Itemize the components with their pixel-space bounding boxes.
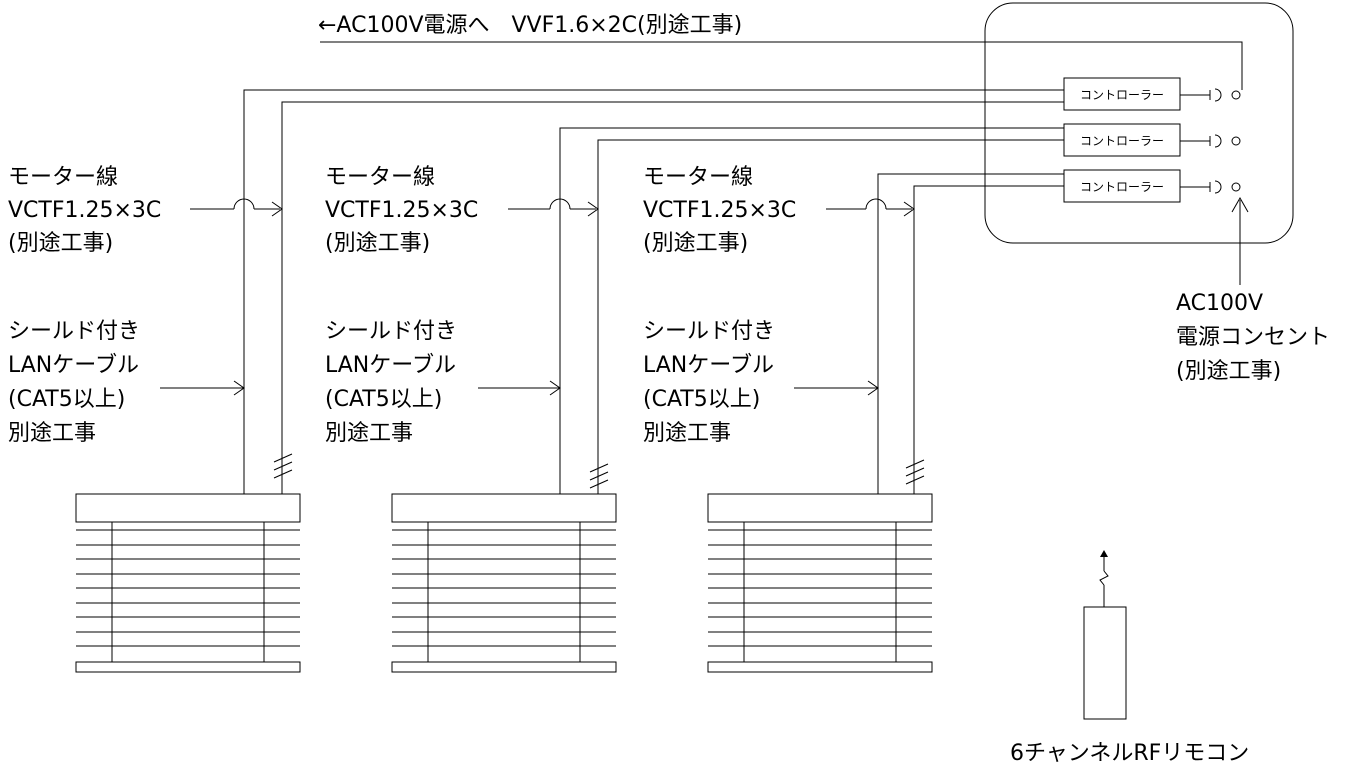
unit-2-cables: [478, 127, 1064, 494]
svg-text:モーター線: モーター線: [643, 165, 753, 190]
ac-supply-line: [320, 41, 1243, 90]
svg-text:モーター線: モーター線: [8, 165, 118, 190]
svg-text:モーター線: モーター線: [325, 165, 435, 190]
svg-text:シールド付き: シールド付き: [8, 319, 140, 344]
svg-text:別途工事: 別途工事: [325, 421, 413, 446]
svg-text:(別途工事): (別途工事): [8, 231, 113, 256]
svg-text:LANケーブル: LANケーブル: [8, 353, 139, 378]
svg-text:(別途工事): (別途工事): [1176, 359, 1281, 384]
unit-1-cables: [160, 89, 1064, 494]
svg-text:VCTF1.25×3C: VCTF1.25×3C: [643, 198, 796, 223]
svg-text:別途工事: 別途工事: [643, 421, 731, 446]
controller-3: コントローラー: [1063, 169, 1241, 203]
unit-2-labels: モーター線 VCTF1.25×3C (別途工事) シールド付き LANケーブル …: [325, 165, 478, 446]
svg-text:コントローラー: コントローラー: [1080, 180, 1164, 194]
unit-3-labels: モーター線 VCTF1.25×3C (別途工事) シールド付き LANケーブル …: [643, 165, 796, 446]
svg-text:コントローラー: コントローラー: [1080, 88, 1164, 102]
unit-3-cables: [794, 173, 1064, 494]
blind-1: [75, 493, 301, 673]
outlet-label: AC100V 電源コンセント (別途工事): [1176, 291, 1330, 384]
svg-text:シールド付き: シールド付き: [643, 319, 775, 344]
svg-text:(別途工事): (別途工事): [325, 231, 430, 256]
blind-2: [391, 493, 617, 673]
rf-remote: [1083, 550, 1127, 720]
svg-text:VCTF1.25×3C: VCTF1.25×3C: [325, 198, 478, 223]
ac-supply-label: ←AC100V電源へ VVF1.6×2C(別途工事): [318, 13, 742, 38]
svg-text:(別途工事): (別途工事): [643, 231, 748, 256]
svg-text:(CAT5以上): (CAT5以上): [643, 387, 760, 412]
remote-label: 6チャンネルRFリモコン: [1010, 741, 1249, 766]
svg-text:LANケーブル: LANケーブル: [325, 353, 456, 378]
svg-text:シールド付き: シールド付き: [325, 319, 457, 344]
svg-text:別途工事: 別途工事: [8, 421, 96, 446]
svg-text:(CAT5以上): (CAT5以上): [325, 387, 442, 412]
svg-text:(CAT5以上): (CAT5以上): [8, 387, 125, 412]
svg-text:VCTF1.25×3C: VCTF1.25×3C: [8, 198, 161, 223]
svg-text:LANケーブル: LANケーブル: [643, 353, 774, 378]
svg-text:AC100V: AC100V: [1176, 291, 1263, 316]
controller-2: コントローラー: [1063, 123, 1241, 157]
svg-text:電源コンセント: 電源コンセント: [1176, 325, 1330, 350]
controller-1: コントローラー: [1063, 77, 1241, 111]
control-panel: [984, 2, 1294, 244]
unit-1-labels: モーター線 VCTF1.25×3C (別途工事) シールド付き LANケーブル …: [8, 165, 161, 446]
svg-text:コントローラー: コントローラー: [1080, 134, 1164, 148]
blind-3: [707, 493, 933, 673]
